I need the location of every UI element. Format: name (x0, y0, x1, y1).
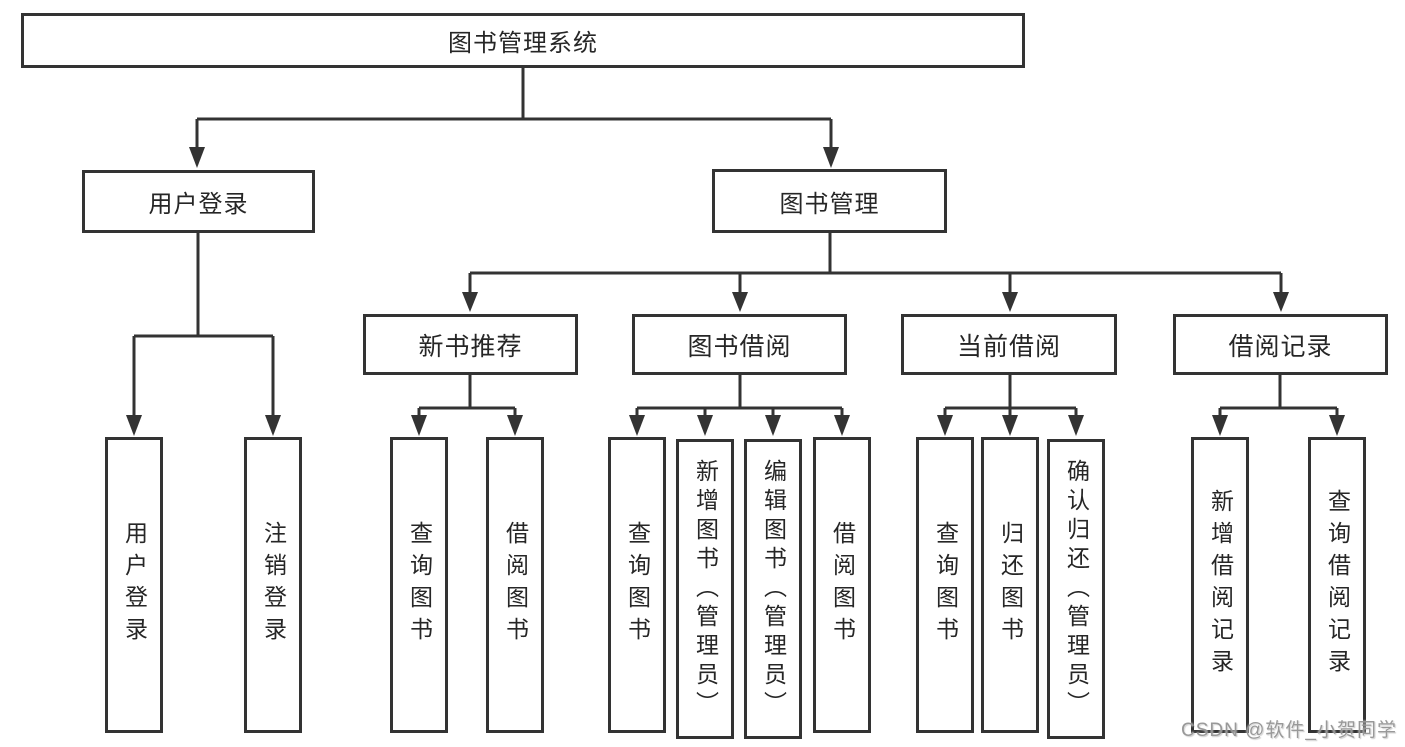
leaf-br-add-record-label: 新增借阅记录 (1207, 489, 1234, 681)
leaf-cb-query-books: 查询图书 (916, 437, 974, 733)
leaf-rec-borrow-books-label: 借阅图书 (502, 521, 529, 649)
csdn-watermark: CSDN @软件_小贺同学 (1181, 720, 1397, 741)
leaf-cb-query-books-label: 查询图书 (932, 521, 959, 649)
node-book-management-label: 图书管理 (779, 190, 880, 218)
leaf-bb-add-books-admin: 新增图书（管理员） (676, 439, 734, 739)
node-new-book-recommend: 新书推荐 (363, 314, 578, 375)
node-book-borrow: 图书借阅 (632, 314, 847, 375)
leaf-rec-query-books-label: 查询图书 (406, 521, 433, 649)
node-book-management: 图书管理 (712, 169, 947, 233)
leaf-bb-query-books: 查询图书 (608, 437, 666, 733)
node-current-borrow: 当前借阅 (901, 314, 1117, 375)
node-current-borrow-label: 当前借阅 (956, 332, 1061, 361)
leaf-cb-confirm-return-admin: 确认归还（管理员） (1047, 439, 1105, 739)
leaf-bb-borrow-books: 借阅图书 (813, 437, 871, 733)
leaf-rec-query-books: 查询图书 (390, 437, 448, 733)
leaf-logout-label: 注销登录 (260, 521, 287, 649)
leaf-cb-confirm-return-admin-label: 确认归还（管理员） (1063, 458, 1090, 720)
leaf-cb-return-books-label: 归还图书 (997, 521, 1024, 649)
leaf-br-query-record: 查询借阅记录 (1308, 437, 1366, 733)
node-borrow-records-label: 借阅记录 (1228, 332, 1333, 361)
leaf-user-login: 用户登录 (105, 437, 163, 733)
node-book-borrow-label: 图书借阅 (687, 332, 792, 361)
node-root-label: 图书管理系统 (448, 30, 598, 57)
node-root-book-management-system: 图书管理系统 (21, 13, 1025, 68)
leaf-logout: 注销登录 (244, 437, 302, 733)
leaf-cb-return-books: 归还图书 (981, 437, 1039, 733)
leaf-bb-add-books-admin-label: 新增图书（管理员） (692, 458, 719, 720)
leaf-br-add-record: 新增借阅记录 (1191, 437, 1249, 733)
node-borrow-records: 借阅记录 (1173, 314, 1388, 375)
leaf-bb-query-books-label: 查询图书 (624, 521, 651, 649)
node-new-book-recommend-label: 新书推荐 (418, 332, 523, 361)
leaf-br-query-record-label: 查询借阅记录 (1324, 489, 1351, 681)
node-user-login: 用户登录 (82, 170, 315, 233)
leaf-bb-edit-books-admin-label: 编辑图书（管理员） (760, 458, 787, 720)
leaf-user-login-label: 用户登录 (121, 521, 148, 649)
leaf-bb-borrow-books-label: 借阅图书 (829, 521, 856, 649)
leaf-rec-borrow-books: 借阅图书 (486, 437, 544, 733)
node-user-login-label: 用户登录 (148, 191, 249, 218)
leaf-bb-edit-books-admin: 编辑图书（管理员） (744, 439, 802, 739)
